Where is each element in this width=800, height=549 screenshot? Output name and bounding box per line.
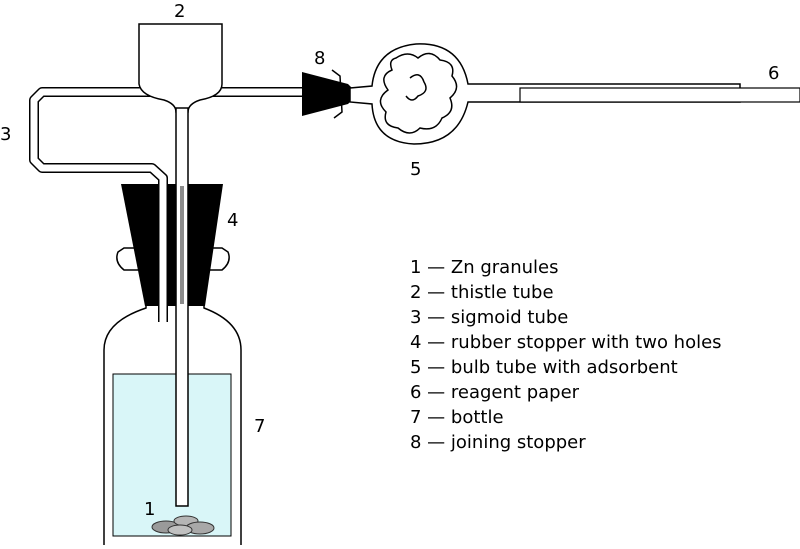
legend-item: 7 — bottle	[410, 407, 504, 428]
legend-item: 6 — reagent paper	[410, 382, 580, 403]
legend-item: 4 — rubber stopper with two holes	[410, 332, 722, 353]
label-bottle: 7	[254, 416, 265, 437]
legend-item: 2 — thistle tube	[410, 282, 554, 303]
legend-item: 1 — Zn granules	[410, 257, 558, 278]
legend-item: 5 — bulb tube with adsorbent	[410, 357, 678, 378]
label-bulb: 5	[410, 159, 421, 180]
label-joining: 8	[314, 48, 325, 69]
label-sigmoid: 3	[0, 124, 11, 145]
thistle-funnel	[138, 23, 223, 113]
label-thistle: 2	[174, 1, 185, 22]
legend-item: 3 — sigmoid tube	[410, 307, 568, 328]
liquid	[112, 373, 232, 537]
label-zn: 1	[144, 499, 155, 520]
thistle-stem	[175, 107, 189, 507]
adsorbent	[379, 52, 458, 134]
label-stopper: 4	[227, 210, 238, 231]
rubber-stopper	[121, 184, 223, 306]
joining-stopper	[302, 72, 358, 116]
bottle-outline	[103, 270, 242, 545]
label-paper: 6	[768, 63, 779, 84]
legend: 1 — Zn granules 2 — thistle tube 3 — sig…	[410, 257, 722, 453]
legend-item: 8 — joining stopper	[410, 432, 586, 453]
zn-granules	[151, 515, 215, 536]
reagent-paper	[519, 87, 800, 103]
